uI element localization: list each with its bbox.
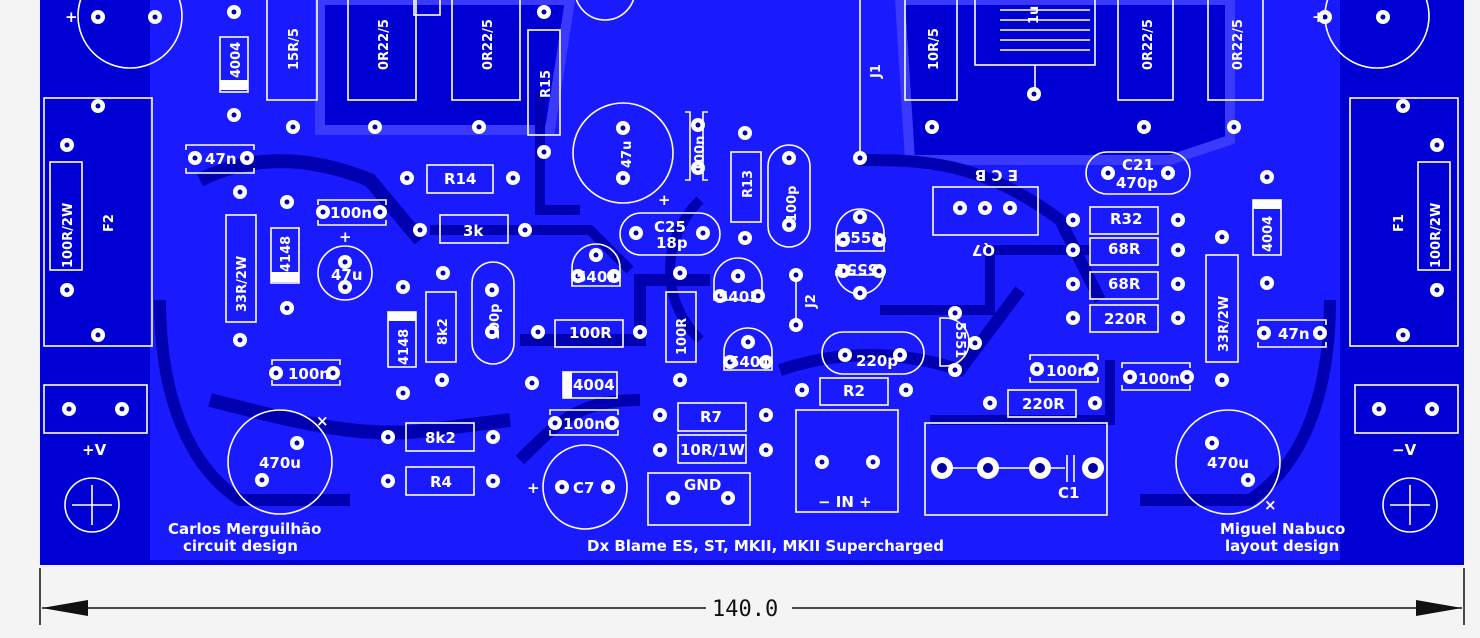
label-r14: R14	[444, 170, 476, 188]
label-100n-b: 100n	[288, 365, 330, 383]
label-33r-right: 33R/2W	[1217, 296, 1232, 352]
label-q7-pins: E C B	[975, 166, 1018, 184]
label-47u-mid: 47u	[620, 141, 635, 168]
label-c1: C1	[1058, 484, 1079, 502]
credits: Carlos Merguilhão circuit design Miguel …	[168, 520, 1345, 555]
label-c25: C25	[654, 218, 686, 236]
label-4004-left: 4004	[229, 42, 244, 78]
label-5401-a: 5401	[576, 268, 618, 286]
label-3k: 3k	[463, 222, 484, 240]
label-100n-a: 100n	[330, 204, 372, 222]
label-4148-a: 4148	[279, 236, 294, 272]
label-plus-c7: +	[527, 479, 540, 497]
label-x-right: ×	[1264, 496, 1277, 514]
label-5401-b: 5401	[718, 288, 760, 306]
label-r7: R7	[700, 408, 722, 426]
label-f1: F1	[1392, 214, 1407, 232]
label-input: − IN +	[818, 493, 872, 511]
label-r4: R4	[430, 473, 452, 491]
dimension-label: 140.0	[712, 597, 778, 622]
label-r15: R15	[539, 70, 554, 98]
label-pos-supply: +V	[82, 441, 107, 459]
label-f2: F2	[102, 214, 117, 232]
label-plus-47u-mid: +	[658, 191, 671, 209]
label-220r-a: 220R	[1104, 310, 1147, 328]
label-68r-b: 68R	[1108, 275, 1141, 293]
label-plus-47u: +	[339, 228, 352, 246]
label-68r-a: 68R	[1108, 240, 1141, 258]
label-0r22-a: 0R22/5	[377, 19, 392, 70]
label-x-left: ×	[316, 412, 329, 430]
label-0r22-d: 0R22/5	[1231, 19, 1246, 70]
silkscreen	[43, 0, 1459, 533]
label-100r-v: 100R	[675, 318, 690, 355]
credit-left-line1: Carlos Merguilhão	[168, 520, 321, 538]
label-r32: R32	[1110, 210, 1142, 228]
label-0r22-c: 0R22/5	[1141, 19, 1156, 70]
label-gnd: GND	[684, 476, 721, 494]
label-100n-e: 100n	[563, 415, 605, 433]
label-8k2-a: 8k2	[436, 318, 451, 345]
arrow-left-icon	[42, 600, 88, 616]
label-10r1w: 10R/1W	[680, 441, 745, 459]
label-4004-mid: 4004	[573, 376, 615, 394]
label-100r-h: 100R	[569, 324, 612, 342]
label-100n-d: 100n	[1138, 370, 1180, 388]
label-47n-right: 47n	[1278, 325, 1310, 343]
label-1u: 1u	[1027, 6, 1042, 24]
label-r13: R13	[741, 170, 756, 198]
label-r2: R2	[843, 382, 865, 400]
label-220r-b: 220R	[1022, 395, 1065, 413]
copper-traces	[150, 0, 1340, 560]
label-100p-b: 100p	[488, 304, 503, 340]
pads	[60, 5, 1444, 505]
label-f2-res: 100R/2W	[61, 203, 76, 268]
credit-left-line2: circuit design	[183, 537, 298, 555]
label-c21-val: 470p	[1116, 174, 1158, 192]
label-8k2-b: 8k2	[425, 429, 456, 447]
label-47n-left: 47n	[205, 150, 237, 168]
label-100p-a: 100p	[785, 186, 800, 222]
component-labels: 15R/5 0R22/5 0R22/5 10R/5 1u 0R22/5 0R22…	[61, 6, 1444, 502]
arrow-right-icon	[1416, 600, 1462, 616]
label-5551-a: 5551	[840, 229, 882, 247]
label-5401-c: 5401	[729, 353, 771, 371]
label-220p: 220p	[856, 352, 898, 370]
terminal-labels: +V −V GND − IN + + + + + + × ×	[65, 8, 1417, 514]
label-47u-left: 47u	[331, 266, 363, 284]
label-neg-supply: −V	[1392, 441, 1417, 459]
label-q7: Q7	[972, 241, 995, 259]
label-5551-b: 5551	[836, 260, 878, 278]
label-4148-b: 4148	[397, 329, 412, 365]
label-5551-c: 5551	[952, 322, 967, 358]
credit-right-line1: Miguel Nabuco	[1220, 520, 1345, 538]
label-10r: 10R/5	[927, 28, 942, 70]
label-j1: J1	[869, 64, 884, 79]
label-470u-right: 470u	[1207, 454, 1249, 472]
label-470u-left: 470u	[259, 454, 301, 472]
label-plus-tl: +	[65, 8, 78, 26]
label-c7: C7	[573, 479, 594, 497]
label-0r22-b: 0R22/5	[481, 19, 496, 70]
label-f1-res: 100R/2W	[1429, 203, 1444, 268]
label-4004-right: 4004	[1261, 216, 1276, 252]
label-33r-left: 33R/2W	[235, 256, 250, 312]
label-plus-tr: +	[1312, 8, 1325, 26]
label-15r: 15R/5	[287, 28, 302, 70]
label-c21: C21	[1122, 156, 1154, 174]
label-100n-v: 100n	[693, 136, 708, 172]
credit-right-line2: layout design	[1225, 537, 1339, 555]
diode-bands	[220, 80, 1281, 398]
dimension-line: 140.0	[39, 568, 1465, 625]
label-j2: J2	[804, 294, 819, 309]
board-title: Dx Blame ES, ST, MKII, MKII Supercharged	[587, 537, 944, 555]
label-c25-val: 18p	[656, 234, 688, 252]
label-100n-c: 100n	[1046, 362, 1088, 380]
